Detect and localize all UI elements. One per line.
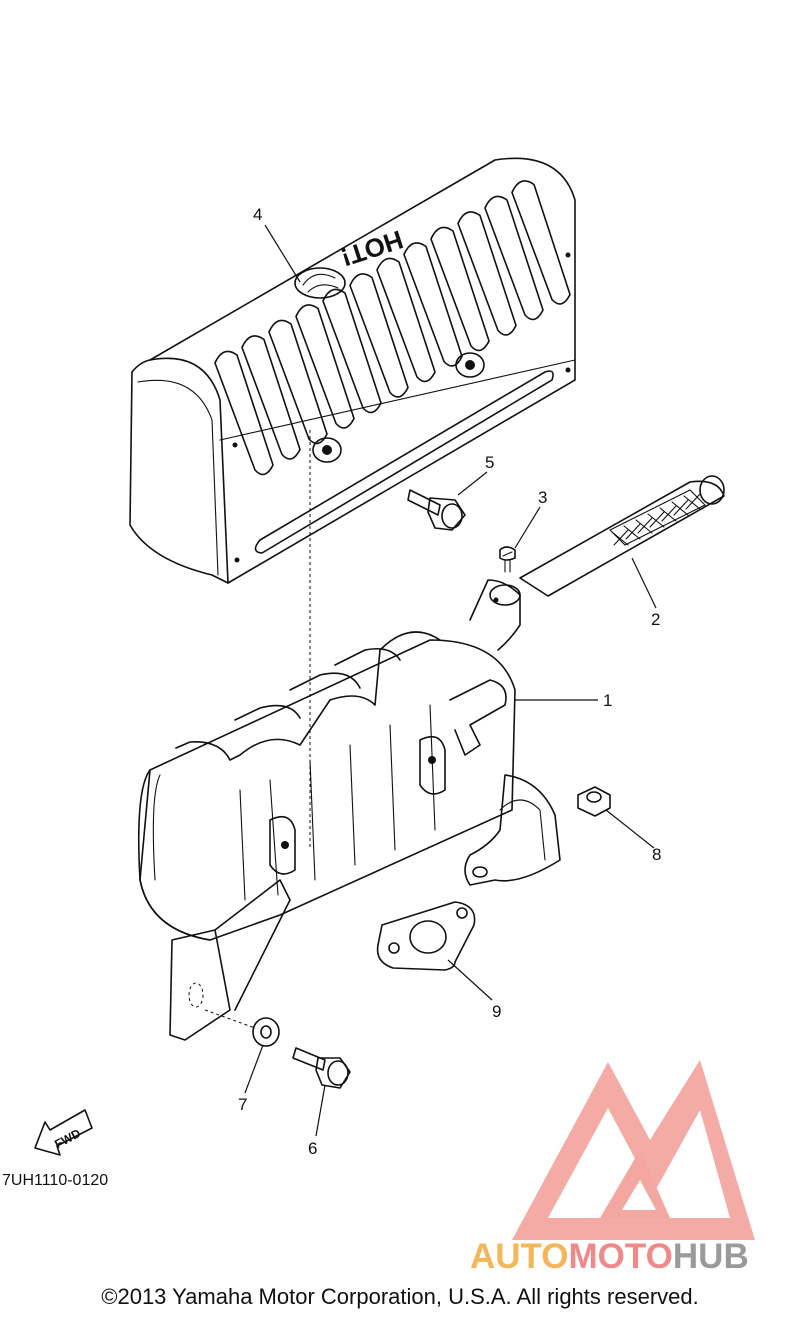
mesh-line <box>625 523 641 540</box>
callout-4: 4 <box>253 205 262 224</box>
shield-rib-slot <box>511 180 571 305</box>
fwd-label: FWD <box>52 1126 83 1151</box>
mesh-line <box>673 499 689 516</box>
spark-arrester-part-2 <box>519 475 725 597</box>
leader-lines <box>244 224 657 1137</box>
watermark-logo <box>512 1060 755 1240</box>
callout-5: 5 <box>485 453 494 472</box>
watermark-text-auto: AUTO <box>470 1237 569 1276</box>
callout-3: 3 <box>538 488 547 507</box>
mesh-line <box>613 529 629 546</box>
gasket-part-9 <box>376 901 476 971</box>
washer-part-7 <box>252 1017 280 1047</box>
callout-9: 9 <box>492 1002 501 1021</box>
shield-rib-slot <box>403 242 463 367</box>
callout-8: 8 <box>652 845 661 864</box>
shield-rib-slot <box>484 195 544 321</box>
heat-shield-part-4: HOT! <box>129 157 576 584</box>
alignment-line-bolt <box>204 1009 256 1029</box>
mesh-line <box>661 505 677 522</box>
shield-rib-slot <box>376 257 436 383</box>
nut-part-8 <box>577 786 611 817</box>
watermark-text-moto: MOTO <box>569 1237 673 1276</box>
callout-6: 6 <box>308 1139 317 1158</box>
diagram-code: 7UH1110-0120 <box>2 1172 109 1189</box>
shield-rib-slot <box>322 288 382 414</box>
mesh-pattern <box>611 493 701 546</box>
shield-rib-slot <box>268 319 328 445</box>
mesh-line <box>637 517 653 534</box>
screw-part-3 <box>499 546 516 573</box>
callout-7: 7 <box>238 1095 247 1114</box>
watermark-text: AUTOMOTOHUB <box>470 1237 749 1276</box>
bolt-part-5 <box>407 489 466 531</box>
callout-labels: 4 5 3 2 1 8 9 7 6 <box>238 205 661 1158</box>
mesh-line <box>685 493 701 510</box>
callout-1: 1 <box>603 691 612 710</box>
fwd-arrow-icon: FWD <box>34 1109 93 1156</box>
mesh-line <box>649 511 665 528</box>
shield-rib-slot <box>349 273 409 398</box>
callout-2: 2 <box>651 610 660 629</box>
shield-rib-slot <box>430 226 490 352</box>
copyright-notice: ©2013 Yamaha Motor Corporation, U.S.A. A… <box>101 1284 699 1309</box>
muffler-part-1 <box>137 579 561 1041</box>
shield-rib-slot <box>295 304 355 429</box>
watermark-text-hub: HUB <box>673 1237 749 1276</box>
shield-rib-slot <box>214 350 274 476</box>
shield-rib-slot <box>457 211 517 336</box>
bolt-part-6 <box>292 1047 351 1089</box>
shield-rib-slot <box>241 335 301 460</box>
